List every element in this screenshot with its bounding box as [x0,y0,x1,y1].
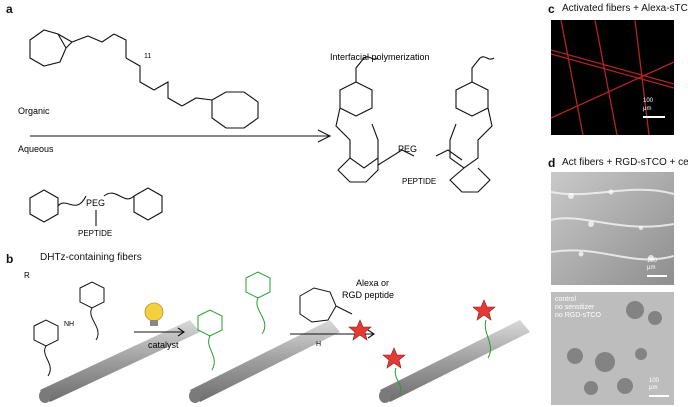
product-ring-right [455,81,489,117]
chain-count: 11 [144,53,151,60]
panel-d-title: Act fibers + RGD-sTCO + cells [562,157,688,168]
panel-b-scheme: R NH catalyst Alexa or RGD peptide H [24,271,530,403]
tetrazine-green-groups [197,271,271,371]
panel-b-title: DHTz-containing fibers [40,252,142,263]
scale-bar-c [643,116,665,118]
fiber-3 [379,320,530,403]
catalyst-label: catalyst [148,340,179,350]
tco-ring-left [29,29,67,67]
alexa-label-2: RGD peptide [342,290,394,300]
peg-label-product: PEG [398,144,417,154]
fiber-1 [39,320,200,403]
fiber-2 [189,320,340,403]
star-fiber-1 [382,347,406,369]
stco-reagent [299,287,353,323]
scale-bar-d2 [649,395,669,397]
stco-h-label: H [316,341,321,348]
scale-d-unit: μm [647,265,656,271]
control-line-1: control [555,296,577,303]
interfacial-label: Interfacial polymerization [330,52,430,62]
control-line-2: no sensitizer [555,304,595,311]
alexa-label-1: Alexa or [356,278,389,288]
panel-c-letter: c [548,2,555,16]
scale-c-value: 100 [643,98,654,104]
tetrazine-aq-left [29,189,59,223]
product-ring-left [339,81,373,117]
panel-d-letter: d [548,156,556,170]
panel-c-title: Activated fibers + Alexa-sTCO [562,3,688,14]
dhtz-nh-label: NH [64,321,74,328]
cell-fibers [551,188,674,261]
star-fiber-2 [472,299,496,321]
control-line-3: no RGD-sTCO [555,312,601,319]
red-fibers [551,20,674,135]
peptide-label-product: PEPTIDE [402,177,436,186]
scale-d2-value: 100 [649,378,660,384]
star-reagent [348,319,372,341]
control-note: control no sensitizer no RGD-sTCO [555,296,601,320]
scale-bar-d [647,275,667,277]
panel-a-scheme: Organic Aqueous 11 Interfacial polymeriz… [18,29,495,238]
peg-label-aq: PEG [86,198,105,208]
scale-d2-unit: μm [649,385,658,391]
dhtz-groups [33,281,105,377]
micrograph-d-top: 100 μm [551,172,674,285]
organic-label: Organic [18,106,50,116]
lightbulb-icon [144,302,164,326]
micrograph-c: 100 μm [551,20,674,135]
scale-d-value: 100 [647,258,658,264]
panel-a-letter: a [6,2,13,16]
cell-clusters [567,301,662,395]
micrograph-d-bottom: control no sensitizer no RGD-sTCO 100 μm [551,292,674,405]
tco-ring-mid [211,91,259,129]
dhtz-r-label: R [24,271,30,280]
tetrazine-aq-right [133,187,163,221]
aqueous-label: Aqueous [18,144,54,154]
peptide-label-aq: PEPTIDE [78,229,112,238]
panel-b-letter: b [6,252,14,266]
scale-c-unit: μm [643,106,652,112]
